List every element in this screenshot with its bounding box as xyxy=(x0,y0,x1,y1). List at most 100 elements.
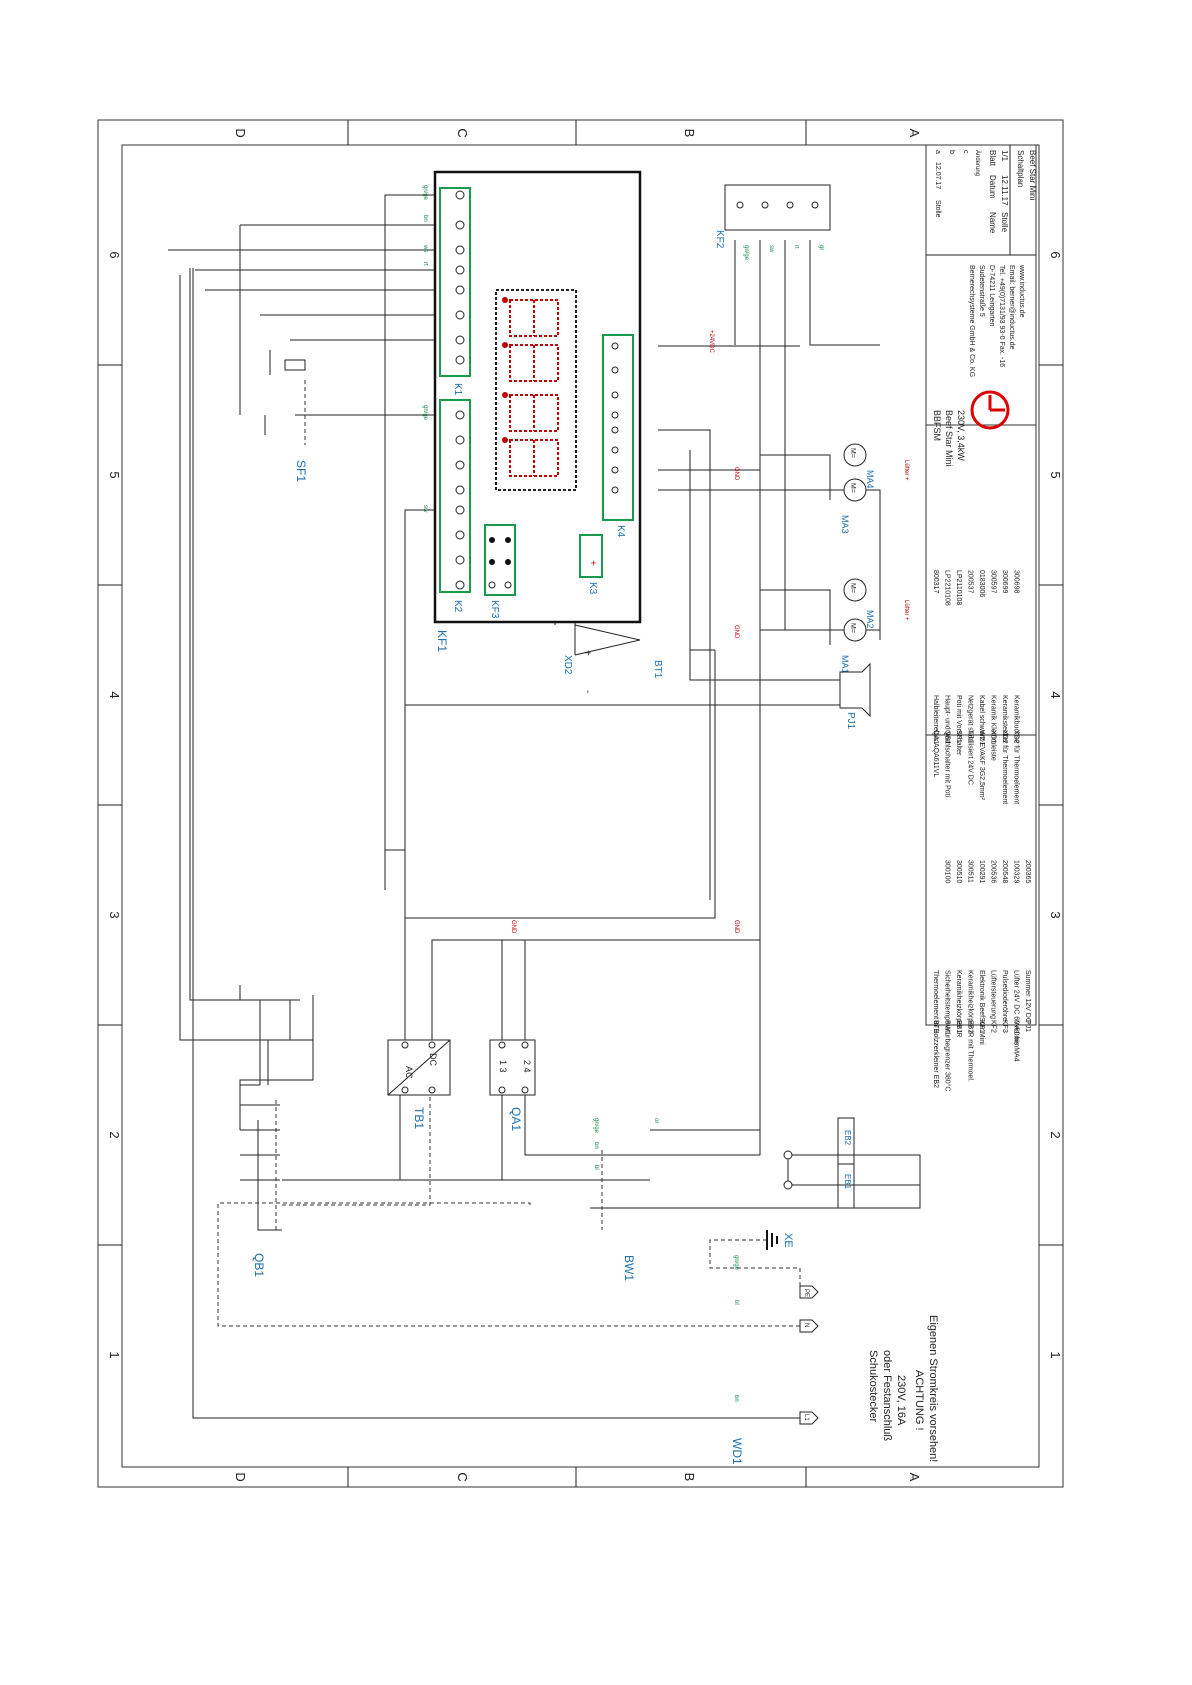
pj1-label: PJ1 xyxy=(845,712,856,730)
eb2-label: EB2 xyxy=(843,1130,852,1146)
parts-cell: KF3 xyxy=(1001,1020,1008,1033)
parts-cell: TB1 xyxy=(967,730,974,743)
k3-block: + K3 xyxy=(579,534,603,595)
parts-cell: QB1 xyxy=(944,730,951,744)
svg-text:or: or xyxy=(653,1118,659,1123)
parts-cell: 300510 xyxy=(955,860,962,883)
svg-text:gn/ge: gn/ge xyxy=(422,185,428,201)
xd2-label: XD2 xyxy=(562,655,573,675)
tb1-ac: AC xyxy=(404,1066,414,1079)
tb-col-name: Name xyxy=(988,212,997,234)
kf3-label: KF3 xyxy=(489,600,500,619)
eb1-label: EB1 xyxy=(843,1174,852,1190)
col-number-4-right: 4 xyxy=(1048,691,1063,698)
parts-cell: Haupt- und Wahlschalter mit Poti xyxy=(944,695,951,798)
tb-email: Email: berner@inductus.de xyxy=(1008,265,1015,350)
svg-text:bn: bn xyxy=(733,1395,739,1402)
row-letter-d-top: D xyxy=(233,128,248,137)
row-letter-b-bottom: B xyxy=(682,1473,697,1482)
row-letter-c-bottom: C xyxy=(455,1472,470,1481)
parts-cell: XD1 xyxy=(990,730,997,744)
row-letter-a-bottom: A xyxy=(907,1473,922,1482)
gnd-1: GND xyxy=(733,625,739,639)
tb-rev-c: c xyxy=(962,150,969,154)
parts-cell: Keramik Klemmleiste xyxy=(990,695,997,761)
row-letter-d-bottom: D xyxy=(233,1472,248,1481)
parts-cell: KF1 xyxy=(978,1020,985,1033)
bw1-label: BW1 xyxy=(622,1255,636,1281)
tb-specs: 230V, 3,4kW xyxy=(956,410,966,461)
outer-frame xyxy=(97,119,1064,1488)
title-block: BBFSM Beef Star Mini 230V, 3,4kW Bernere… xyxy=(925,144,1037,467)
v24-label: +24VDC xyxy=(708,330,714,354)
tb-rev-a-name: Stolle xyxy=(934,200,941,218)
supply-rating: 230V, 16A xyxy=(895,1375,907,1426)
bt1-label: BT1 xyxy=(652,660,663,679)
row-letter-c-top: C xyxy=(455,128,470,137)
svg-text:M=: M= xyxy=(849,448,856,458)
col-number-5-left: 5 xyxy=(107,471,122,478)
xd2-minus: - xyxy=(582,690,593,693)
parts-cell: 200548 xyxy=(1001,860,1008,883)
parts-cell: BW1 xyxy=(944,1020,951,1035)
tb-city: D-74211 Leingarten xyxy=(988,265,995,326)
parts-cell: Sicherheitstemperaturbegrenzer 380°C xyxy=(944,970,952,1091)
kf2-fan-controller: KF2 xyxy=(714,184,831,249)
k3-plus: + xyxy=(587,560,598,566)
xd2-plus: + xyxy=(582,650,593,656)
svg-text:rt: rt xyxy=(422,262,428,266)
svg-text:bn: bn xyxy=(593,1142,599,1149)
k2-terminal-strip: K2 xyxy=(439,399,471,613)
svg-text:gn/ge: gn/ge xyxy=(593,1118,599,1134)
parts-cell: Elektronik BeefStar Mini xyxy=(978,970,985,1045)
wd1-label: WD1 xyxy=(730,1438,744,1465)
parts-cell: KF2 xyxy=(990,1020,997,1033)
tb-product: Beef Star Mini xyxy=(944,410,954,467)
parts-cell: 300511 xyxy=(967,860,974,883)
sf1-label: SF1 xyxy=(294,460,308,482)
parts-cell: 300698 xyxy=(1013,570,1020,593)
sf1-pot: SF1 xyxy=(284,359,308,482)
fans: M= M= M= M= MA1 MA2 MA3 MA4 Lüfter + Lüf… xyxy=(510,330,909,934)
parts-cell: Keramikheizkörper IR xyxy=(955,970,962,1037)
row-letter-a-top: A xyxy=(907,129,922,138)
earth-wire xyxy=(709,1239,801,1292)
svg-text:M=: M= xyxy=(849,583,856,593)
parts-cell: SF1 xyxy=(955,730,962,743)
qb1-label: QB1 xyxy=(252,1253,266,1277)
ma3-label: MA3 xyxy=(840,515,850,534)
col-number-5-right: 5 xyxy=(1048,471,1063,478)
parts-cell: BT1 xyxy=(932,1020,939,1033)
svg-text:gr: gr xyxy=(818,245,824,250)
parts-cell: XD2 xyxy=(1013,730,1020,744)
tb-street: Sudetenstraße 5 xyxy=(978,265,985,317)
col-number-1-right: 1 xyxy=(1048,1351,1063,1358)
col-number-4-left: 4 xyxy=(107,691,122,698)
tb-rev-a: a xyxy=(934,150,941,154)
heaters: EB1 EB2 xyxy=(650,1117,921,1209)
parts-cell: Lüfter 24V DC 60x60mm xyxy=(1013,970,1020,1047)
k2-label: K2 xyxy=(452,600,463,613)
parts-cell: Poti mit Vorschalter xyxy=(955,695,962,756)
qb1-switch: QB1 xyxy=(240,1100,282,1277)
svg-text:gn/ge: gn/ge xyxy=(733,1255,739,1271)
tb-col-blatt: Blatt xyxy=(988,150,997,167)
tb-web: www.inductus.de xyxy=(1018,264,1025,318)
tb1-dc: DC xyxy=(428,1053,438,1066)
parts-cell: 200537 xyxy=(967,570,974,593)
svg-text:M=: M= xyxy=(849,483,856,493)
svg-text:M=: M= xyxy=(849,623,856,633)
tb-rev-b: b xyxy=(948,150,955,154)
ma4-label: MA4 xyxy=(865,470,875,489)
parts-cell: Thermoelement in Holzzerkleiner EB2 xyxy=(932,970,939,1088)
svg-text:bl: bl xyxy=(733,1300,739,1305)
gnd-4: GND xyxy=(510,920,516,934)
ma2-label: MA2 xyxy=(865,610,875,629)
plug-pin-n-label: N xyxy=(803,1323,809,1327)
parts-cell: EB2 xyxy=(967,1020,974,1033)
col-number-2-right: 2 xyxy=(1048,1131,1063,1138)
svg-text:bl: bl xyxy=(593,1165,599,1170)
